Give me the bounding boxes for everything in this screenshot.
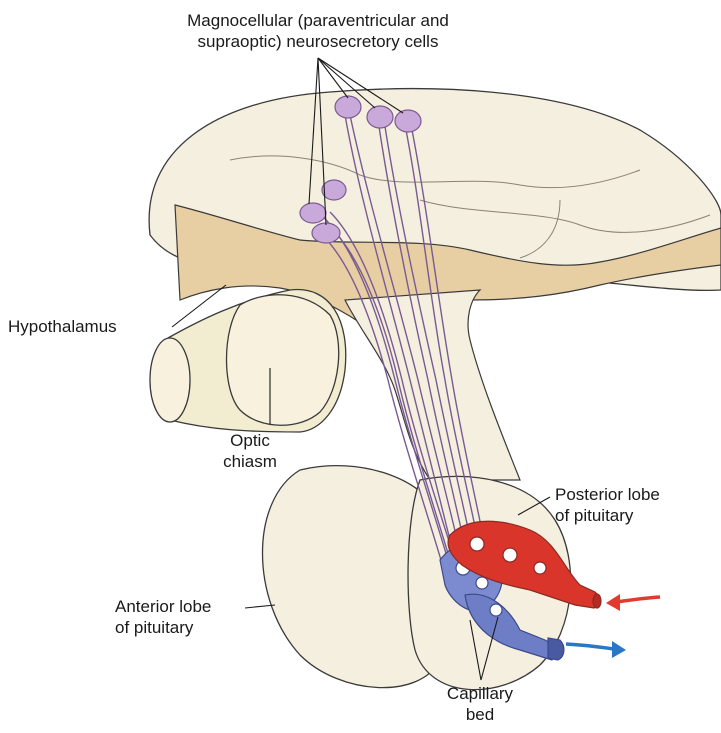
arterial-inflow-arrow <box>606 594 660 611</box>
pituitary-stalk <box>345 290 520 480</box>
venous-outflow-arrow <box>566 641 626 658</box>
anterior-lobe-label: Anterior lobe of pituitary <box>115 596 211 638</box>
optic-chiasm-label-line2: chiasm <box>215 451 285 472</box>
hypothalamus-label: Hypothalamus <box>8 316 117 337</box>
anterior-lobe-label-line1: Anterior lobe <box>115 596 211 617</box>
optic-chiasm <box>227 295 339 425</box>
magnocellular-label-line2: supraoptic) neurosecretory cells <box>148 31 488 52</box>
optic-chiasm-label: Optic chiasm <box>215 430 285 472</box>
posterior-lobe-label-line1: Posterior lobe <box>555 484 660 505</box>
posterior-lobe-label: Posterior lobe of pituitary <box>555 484 660 526</box>
magnocellular-label-line1: Magnocellular (paraventricular and <box>148 10 488 31</box>
capillary-bed-label: Capillary bed <box>430 683 530 725</box>
optic-nerve-cut-end <box>150 338 190 422</box>
capillary-bed-label-line1: Capillary <box>430 683 530 704</box>
posterior-lobe-label-line2: of pituitary <box>555 505 660 526</box>
optic-chiasm-label-line1: Optic <box>215 430 285 451</box>
magnocellular-label: Magnocellular (paraventricular and supra… <box>148 10 488 52</box>
anterior-lobe-label-line2: of pituitary <box>115 617 211 638</box>
capillary-bed-label-line2: bed <box>430 704 530 725</box>
